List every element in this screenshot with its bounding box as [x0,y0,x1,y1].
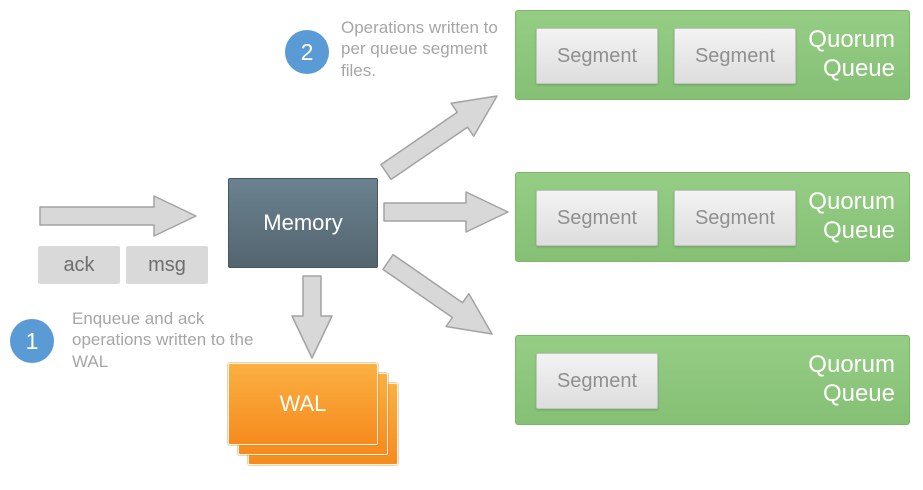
segment-label: Segment [694,44,776,67]
arrow-memory-to-middle-queue-icon [383,191,509,233]
step-2-badge: 2 [285,30,329,74]
arrow-memory-to-top-queue-icon [380,95,498,181]
step-1-badge: 1 [10,319,54,363]
quorum-queue-label: Quorum Queue [808,26,895,82]
segment-box: Segment [674,190,796,246]
ack-label: ack [63,253,95,276]
wal-stack: WAL [228,363,400,473]
step-2-number: 2 [300,38,314,65]
arrow-memory-to-bottom-queue-icon [382,253,493,335]
segment-label: Segment [556,369,638,392]
wal-label: WAL [279,391,327,416]
step-1-number: 1 [25,327,39,354]
quorum-queue-label: Quorum Queue [808,188,895,244]
step-2-text: Operations written to per queue segment … [341,18,498,80]
arrow-inbound-icon [39,195,197,237]
arrow-memory-to-wal-icon [291,275,333,359]
quorum-queue-label: Quorum Queue [808,351,895,407]
segment-box: Segment [674,28,796,84]
memory-label: Memory [263,210,343,235]
ack-box: ack [38,246,120,284]
segment-box: Segment [536,28,658,84]
step-1-text: Enqueue and ack operations written to th… [72,309,254,371]
quorum-queue-3: Segment Quorum Queue [515,335,910,425]
segment-label: Segment [694,206,776,229]
segment-box: Segment [536,353,658,409]
quorum-queue-1: Segment Segment Quorum Queue [515,10,910,100]
segment-label: Segment [556,44,638,67]
memory-box: Memory [228,178,378,268]
quorum-queue-2: Segment Segment Quorum Queue [515,172,910,262]
segment-label: Segment [556,206,638,229]
msg-label: msg [148,253,186,276]
wal-sheet-front: WAL [228,363,378,445]
msg-box: msg [126,246,208,284]
segment-box: Segment [536,190,658,246]
